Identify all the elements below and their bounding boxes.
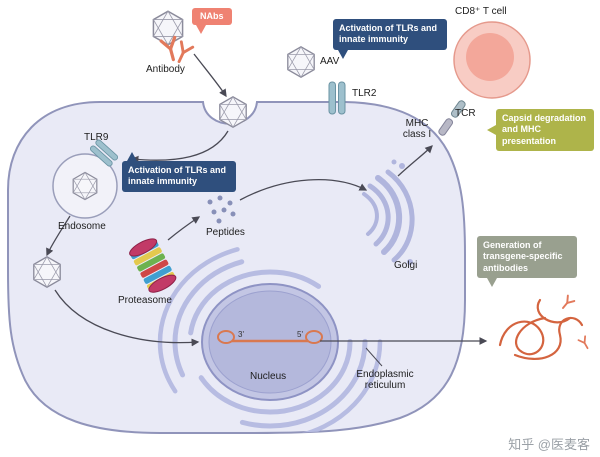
antibody-label: Antibody xyxy=(146,64,185,75)
mhc-class-i-label: MHC class I xyxy=(402,118,432,140)
capsid-degradation-callout: Capsid degradation and MHC presentation xyxy=(487,109,594,151)
aav-capsid-icon xyxy=(152,10,184,46)
aav-capsid-icon xyxy=(287,46,315,78)
tcr-label: TCR xyxy=(455,108,476,119)
proteasome xyxy=(129,238,177,293)
tcr-receptor xyxy=(450,100,466,118)
antibody-coil xyxy=(498,294,592,360)
tlr9-label: TLR9 xyxy=(84,132,109,143)
tlr-activation-callout-top: Activation of TLRs and innate immunity xyxy=(333,19,447,58)
cd8-t-cell-label: CD8⁺ T cell xyxy=(455,6,507,17)
arrow-capsid-entry xyxy=(193,53,227,98)
five-prime-label: 5' xyxy=(297,330,303,339)
peptides-dots xyxy=(207,195,236,224)
arrow-proteasome-to-peptides xyxy=(167,216,201,241)
peptides-label: Peptides xyxy=(206,227,245,238)
endoplasmic-reticulum-label: Endoplasmic reticulum xyxy=(356,369,414,391)
aav-capsid-icon xyxy=(33,256,61,288)
tlr2-label: TLR2 xyxy=(352,88,377,99)
three-prime-label: 3' xyxy=(238,330,244,339)
aav-capsid-icon xyxy=(72,171,98,201)
arrow-endosome-escape xyxy=(46,215,71,257)
er-label-leader-line xyxy=(365,347,383,367)
nucleus-label: Nucleus xyxy=(250,371,287,382)
endosome xyxy=(52,153,118,219)
arrow-capsid-to-nucleus xyxy=(54,289,200,347)
arrow-to-endosome xyxy=(130,130,229,164)
golgi-apparatus xyxy=(362,159,415,265)
mhc-class-i-receptor xyxy=(438,118,454,136)
arrow-peptides-to-golgi xyxy=(239,179,368,201)
tlr-activation-callout-endosome: Activation of TLRs and innate immunity xyxy=(122,152,236,192)
proteasome-label: Proteasome xyxy=(118,295,172,306)
golgi-label: Golgi xyxy=(394,260,418,271)
arrow-golgi-to-mhc xyxy=(397,145,433,177)
antibody-icon xyxy=(171,40,195,66)
pathway-arrows xyxy=(46,53,488,367)
aav-label: AAV xyxy=(320,56,340,67)
aav-capsid-icon xyxy=(219,96,247,128)
tcr-mhc-complex xyxy=(438,100,466,136)
transgene-construct xyxy=(217,330,323,344)
nabs-callout: NAbs xyxy=(192,8,232,35)
watermark: 知乎 @医麦客 xyxy=(508,437,590,452)
cd8-t-cell xyxy=(453,21,531,99)
transgene-antibodies-callout: Generation of transgene-specific antibod… xyxy=(477,236,577,287)
endosome-label: Endosome xyxy=(58,221,106,232)
